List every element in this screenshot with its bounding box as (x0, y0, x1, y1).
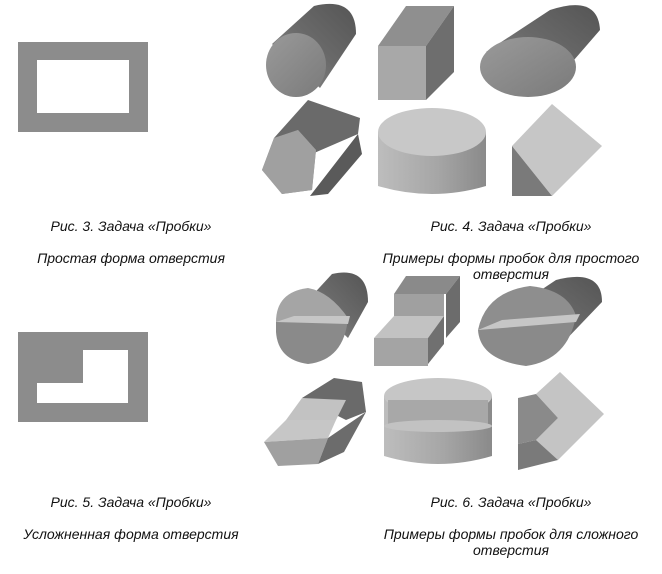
stepped-hexagonal-prism-plug (264, 378, 366, 466)
figure-4-plug-examples (262, 3, 602, 196)
figure-6-plug-examples (264, 272, 604, 470)
vertical-cylinder-plug (378, 108, 486, 194)
figure-3-caption-title: Рис. 3. Задача «Пробки» (50, 218, 212, 234)
split-vertical-cylinder-plug (384, 378, 492, 464)
plate-with-rectangular-hole (18, 42, 148, 132)
box-plug (378, 6, 454, 100)
figure-3-caption: Рис. 3. Задача «Пробки» Простая форма от… (0, 202, 262, 282)
triangular-prism-plug (512, 104, 602, 196)
figure-5-caption-text: Усложненная форма отверстия (23, 526, 239, 542)
figure-4-caption: Рис. 4. Задача «Пробки» Примеры формы пр… (360, 202, 662, 298)
figure-6-caption-title: Рис. 6. Задача «Пробки» (430, 494, 592, 510)
figure-6-caption: Рис. 6. Задача «Пробки» Примеры формы пр… (360, 478, 662, 574)
hexagonal-prism-plug (262, 100, 362, 196)
split-elliptic-cylinder-plug (478, 276, 602, 366)
figure-5-caption-title: Рис. 5. Задача «Пробки» (50, 494, 212, 510)
figure-4-caption-text: Примеры формы пробок для простого отверс… (382, 250, 640, 282)
figure-3-simple-hole (18, 42, 148, 132)
figure-5-caption: Рис. 5. Задача «Пробки» Усложненная форм… (0, 478, 262, 558)
stepped-box-plug (374, 276, 460, 366)
plate-with-stepped-hole (18, 332, 148, 422)
figure-6-caption-text: Примеры формы пробок для сложного отверс… (383, 526, 639, 558)
figure-4-caption-title: Рис. 4. Задача «Пробки» (430, 218, 592, 234)
figure-5-complex-hole (18, 332, 148, 422)
cylinder-plug (266, 3, 356, 97)
chevron-prism-plug (518, 372, 604, 470)
split-cylinder-plug (276, 272, 368, 364)
figure-3-caption-text: Простая форма отверстия (37, 250, 225, 266)
elliptic-cylinder-plug (480, 5, 600, 97)
